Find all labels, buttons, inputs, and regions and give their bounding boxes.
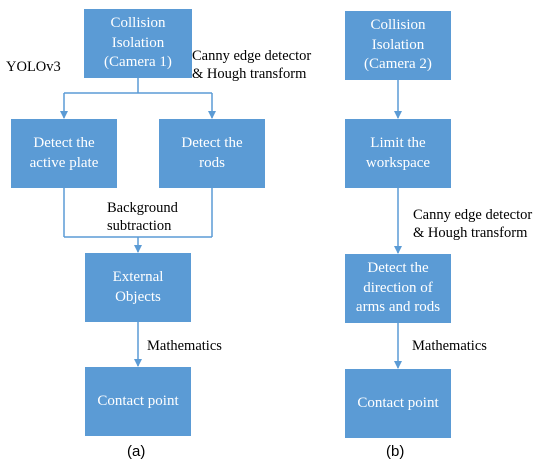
box-limit-workspace: Limit the workspace <box>345 119 451 188</box>
box-detect-direction-arms-rods: Detect the direction of arms and rods <box>345 254 451 323</box>
box-contact-point-b: Contact point <box>345 369 451 438</box>
caption-panel-b: (b) <box>386 443 405 460</box>
box-external-objects: External Objects <box>85 253 191 322</box>
label-background-subtraction: Background subtraction <box>107 200 178 235</box>
label-canny-hough-b: Canny edge detector & Hough transform <box>413 207 533 242</box>
label-canny-hough-a: Canny edge detector & Hough transform <box>192 48 312 83</box>
caption-panel-a: (a) <box>127 443 146 460</box>
label-mathematics-b: Mathematics <box>412 338 487 354</box>
box-collision-isolation-camera-2: Collision Isolation (Camera 2) <box>345 11 451 80</box>
box-contact-point-a: Contact point <box>85 367 191 436</box>
label-yolov3: YOLOv3 <box>6 59 61 75</box>
label-mathematics-a: Mathematics <box>147 338 222 354</box>
box-collision-isolation-camera-1: Collision Isolation (Camera 1) <box>84 9 192 78</box>
box-detect-rods: Detect the rods <box>159 119 265 188</box>
box-detect-active-plate: Detect the active plate <box>11 119 117 188</box>
panel-a-connectors <box>60 78 216 367</box>
